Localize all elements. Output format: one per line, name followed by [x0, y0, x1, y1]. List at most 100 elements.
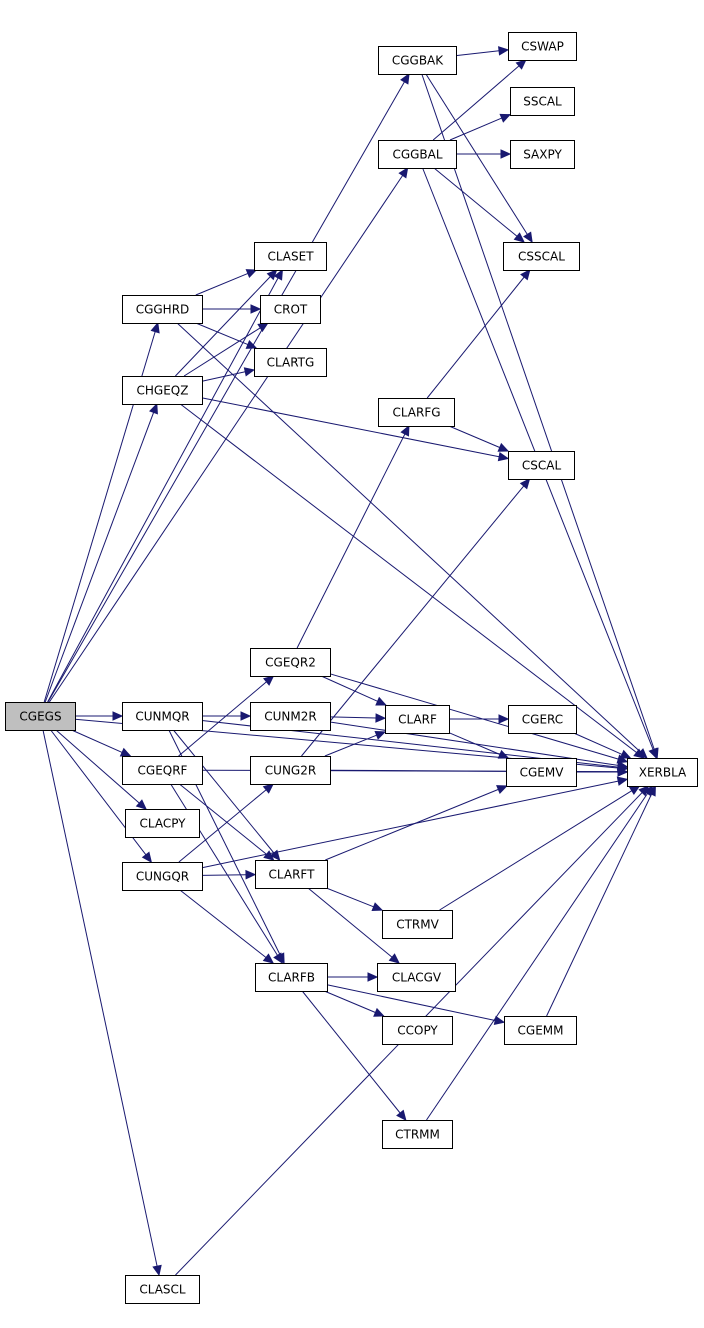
- edge-line: [183, 327, 261, 377]
- node-cung2r[interactable]: CUNG2R: [250, 756, 331, 785]
- edge-arrowhead: [497, 442, 510, 452]
- node-label: CLARFG: [392, 406, 440, 420]
- node-box: [627, 758, 698, 787]
- node-box: [260, 295, 321, 324]
- node-ccopy[interactable]: CCOPY: [382, 1016, 453, 1045]
- node-label: CUNM2R: [264, 710, 316, 724]
- node-clartg[interactable]: CLARTG: [254, 348, 327, 377]
- edge-line: [439, 790, 633, 911]
- node-cggbak[interactable]: CGGBAK: [378, 46, 457, 75]
- node-saxpy[interactable]: SAXPY: [510, 140, 575, 169]
- node-box: [510, 140, 575, 169]
- edge-line: [179, 889, 267, 958]
- node-box: [378, 398, 455, 427]
- edge-arrowhead: [500, 149, 512, 159]
- node-cgemv[interactable]: CGEMV: [506, 758, 577, 787]
- edge-line: [42, 729, 158, 1267]
- edge-cggbal-to-csscal: [433, 167, 525, 243]
- edge-line: [195, 322, 249, 346]
- node-box: [250, 756, 331, 785]
- node-ctrmv[interactable]: CTRMV: [382, 910, 453, 939]
- node-chgeqz[interactable]: CHGEQZ: [122, 376, 203, 405]
- edge-arrowhead: [266, 269, 278, 281]
- edge-clarfb-to-ccopy: [324, 990, 385, 1017]
- edge-arrowhead: [643, 784, 654, 797]
- node-xerbla[interactable]: XERBLA: [627, 758, 698, 787]
- node-cungqr[interactable]: CUNGQR: [122, 862, 203, 891]
- node-claset[interactable]: CLASET: [254, 242, 327, 271]
- node-label: CUNMQR: [135, 710, 189, 724]
- edge-line: [448, 425, 500, 448]
- node-cgeqrf[interactable]: CGEQRF: [122, 756, 203, 785]
- edge-chgeqz-to-clartg: [201, 367, 256, 382]
- edge-cungqr-to-cung2r: [178, 783, 275, 863]
- edge-clarfb-to-clacgv: [327, 972, 379, 982]
- node-ctrmm[interactable]: CTRMM: [382, 1120, 453, 1149]
- node-crot[interactable]: CROT: [260, 295, 321, 324]
- node-label: CUNGQR: [136, 870, 189, 884]
- edge-cgeqrf-to-cgeqr2: [178, 675, 275, 757]
- node-box: [503, 242, 580, 271]
- node-label: CGEGS: [19, 710, 61, 724]
- edge-arrowhead: [262, 953, 275, 964]
- edge-arrowhead: [141, 851, 153, 863]
- node-sscal[interactable]: SSCAL: [510, 87, 575, 116]
- edge-arrowhead: [619, 749, 632, 759]
- edge-arrowhead: [373, 1007, 385, 1017]
- node-cunm2r[interactable]: CUNM2R: [250, 702, 331, 731]
- node-box: [122, 702, 203, 731]
- node-cswap[interactable]: CSWAP: [508, 32, 577, 61]
- node-clascl[interactable]: CLASCL: [125, 1275, 200, 1304]
- edge-arrowhead: [262, 783, 275, 794]
- edge-arrowhead: [520, 269, 531, 281]
- node-label: CCOPY: [397, 1024, 438, 1038]
- edge-line: [201, 371, 246, 382]
- edge-arrowhead: [519, 478, 531, 490]
- node-cgemm[interactable]: CGEMM: [504, 1016, 577, 1045]
- edge-line: [173, 729, 275, 854]
- edge-line: [320, 675, 378, 702]
- edge-arrowhead: [388, 953, 400, 964]
- edge-arrowhead: [112, 711, 124, 721]
- edge-line: [426, 276, 525, 399]
- node-cgeqr2[interactable]: CGEQR2: [250, 648, 331, 677]
- edge-line: [201, 397, 500, 458]
- node-label: CGGBAL: [392, 148, 442, 162]
- edge-cunmqr-to-clarft: [173, 729, 281, 861]
- edge-line: [201, 874, 247, 876]
- node-cgerc[interactable]: CGERC: [508, 705, 577, 734]
- node-cgegs[interactable]: CGEGS: [5, 702, 76, 731]
- node-clacpy[interactable]: CLACPY: [125, 809, 200, 838]
- node-box: [250, 702, 331, 731]
- node-csscal[interactable]: CSSCAL: [503, 242, 580, 271]
- node-clarf[interactable]: CLARF: [385, 705, 450, 734]
- node-clarft[interactable]: CLARFT: [255, 860, 328, 889]
- edge-cgghrd-to-claset: [195, 269, 258, 296]
- node-label: CLACPY: [139, 817, 186, 831]
- node-cscal[interactable]: CSCAL: [508, 451, 575, 480]
- node-label: SAXPY: [523, 148, 562, 162]
- edge-arrowhead: [515, 59, 527, 70]
- edge-arrowhead: [250, 304, 262, 314]
- edge-arrowhead: [119, 747, 132, 757]
- node-cgghrd[interactable]: CGGHRD: [122, 295, 203, 324]
- edge-arrowhead: [616, 760, 629, 770]
- edge-line: [449, 117, 502, 141]
- edge-arrowhead: [633, 748, 645, 759]
- node-box: [378, 140, 457, 169]
- node-cggbal[interactable]: CGGBAL: [378, 140, 457, 169]
- node-box: [255, 963, 328, 992]
- edge-cungqr-to-xerbla: [201, 776, 629, 869]
- node-label: CSWAP: [521, 40, 564, 54]
- node-cunmqr[interactable]: CUNMQR: [122, 702, 203, 731]
- edge-line: [296, 433, 406, 649]
- node-label: CLARF: [398, 713, 437, 727]
- edge-arrowhead: [150, 321, 160, 334]
- node-clacgv[interactable]: CLACGV: [377, 963, 456, 992]
- node-clarfb[interactable]: CLARFB: [255, 963, 328, 992]
- node-box: [506, 758, 577, 787]
- edge-line: [301, 485, 525, 757]
- node-clarfg[interactable]: CLARFG: [378, 398, 455, 427]
- edge-line: [307, 887, 393, 958]
